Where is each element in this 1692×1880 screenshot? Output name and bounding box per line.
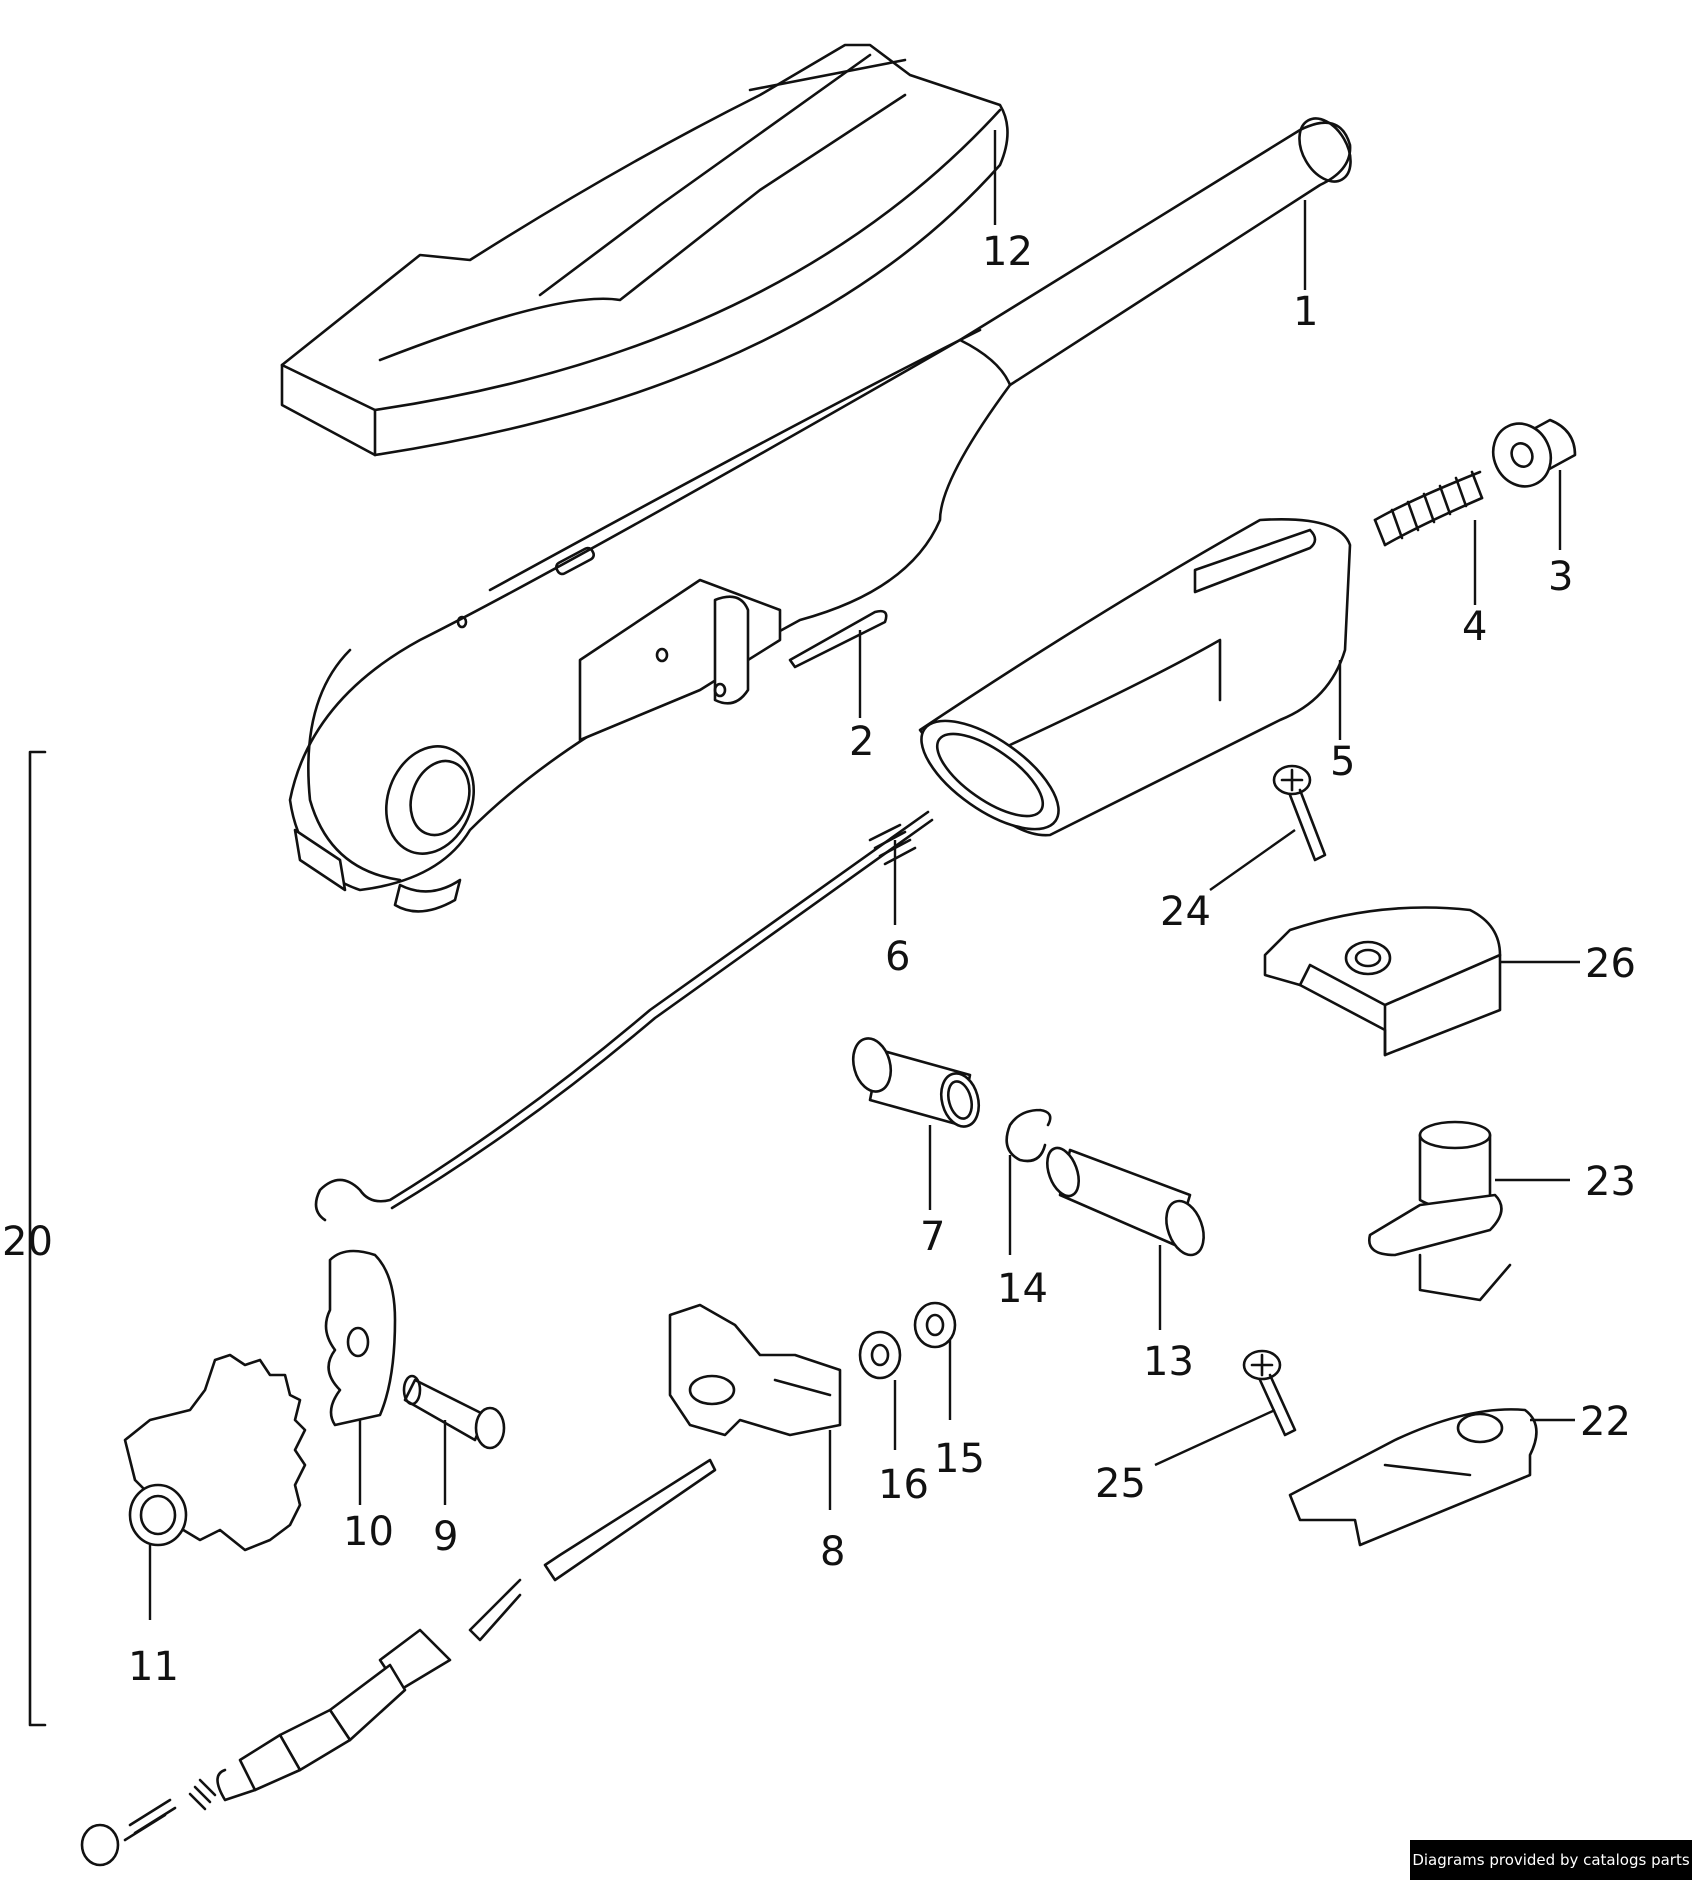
part-3-button-cap bbox=[1491, 418, 1577, 488]
callout-23: 23 bbox=[1585, 1159, 1636, 1205]
part-4-spring bbox=[1373, 470, 1484, 547]
part-25-screw bbox=[1242, 1349, 1297, 1437]
callout-3: 3 bbox=[1548, 554, 1573, 600]
callout-14: 14 bbox=[997, 1266, 1048, 1312]
callout-24: 24 bbox=[1160, 889, 1211, 935]
part-6-pull-rod bbox=[314, 810, 934, 1222]
part-8-clamp bbox=[668, 1303, 842, 1437]
callout-9: 9 bbox=[433, 1514, 458, 1560]
callout-15: 15 bbox=[934, 1436, 985, 1482]
part-5-handle-sleeve bbox=[918, 518, 1352, 837]
callout-20: 20 bbox=[2, 1219, 53, 1265]
callout-4: 4 bbox=[1462, 604, 1487, 650]
part-26-bracket bbox=[1263, 906, 1502, 1057]
callout-11: 11 bbox=[128, 1644, 179, 1690]
part-2-split-pin bbox=[788, 609, 888, 669]
assembly-20-bracket bbox=[28, 750, 47, 1727]
part-23-pawl-pin bbox=[1368, 1120, 1512, 1302]
callout-2: 2 bbox=[849, 719, 874, 765]
part-16-nut bbox=[858, 1330, 902, 1380]
attribution-footer: Diagrams provided by catalogs parts bbox=[1410, 1840, 1692, 1880]
part-9-pin bbox=[402, 1374, 506, 1450]
callout-1: 1 bbox=[1293, 289, 1318, 335]
part-24-screw bbox=[1272, 764, 1327, 862]
part-10-pawl bbox=[324, 1249, 397, 1427]
part-12-grip-cover bbox=[280, 43, 1009, 457]
callout-13: 13 bbox=[1143, 1339, 1194, 1385]
callout-6: 6 bbox=[885, 934, 910, 980]
part-13-pivot-pin bbox=[1046, 1146, 1205, 1257]
leader-lines bbox=[148, 130, 1580, 1620]
callout-22: 22 bbox=[1580, 1399, 1631, 1445]
callout-12: 12 bbox=[982, 229, 1033, 275]
part-14-circlip bbox=[1005, 1108, 1052, 1163]
callout-8: 8 bbox=[820, 1529, 845, 1575]
callout-5: 5 bbox=[1330, 739, 1355, 785]
part-22-guide-plate bbox=[1288, 1408, 1538, 1547]
callout-16: 16 bbox=[878, 1462, 929, 1508]
part-11-ratchet-segment bbox=[123, 1353, 307, 1552]
part-7-bushing bbox=[851, 1037, 981, 1128]
callout-25: 25 bbox=[1095, 1461, 1146, 1507]
callout-10: 10 bbox=[343, 1509, 394, 1555]
cable-assembly bbox=[80, 1458, 717, 1867]
callout-7: 7 bbox=[920, 1214, 945, 1260]
part-15-nut bbox=[913, 1301, 957, 1349]
callout-26: 26 bbox=[1585, 941, 1636, 987]
part-1-lever bbox=[288, 117, 1352, 913]
